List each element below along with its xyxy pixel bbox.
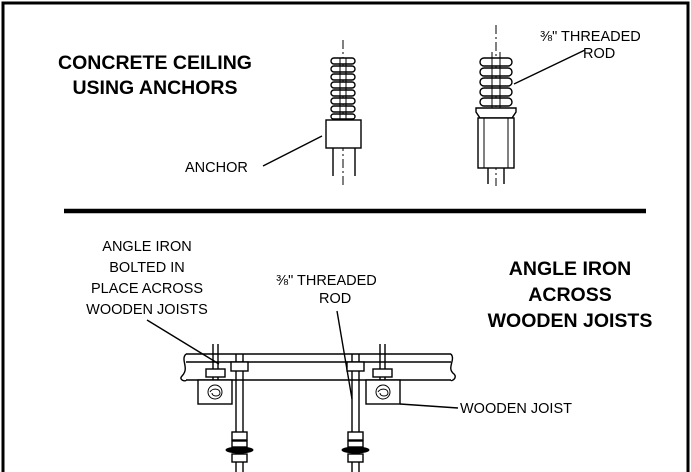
left-rod-nut-low: [231, 440, 248, 448]
left-wooden-joist: [197, 379, 233, 405]
rod-nut: [475, 107, 517, 119]
threaded-rod-assembly: [475, 25, 517, 186]
heading-line-1: CONCRETE CEILING: [58, 52, 252, 74]
anchor-rod-threads: [330, 57, 356, 120]
angle-heading-3: WOODEN JOISTS: [488, 310, 653, 332]
right-rod-washer: [341, 446, 370, 454]
right-wooden-joist: [365, 379, 401, 405]
angle-iron-label-3: PLACE ACROSS: [91, 281, 203, 297]
angle-iron-description: ANGLE IRON BOLTED IN PLACE ACROSS WOODEN…: [86, 239, 208, 318]
angle-iron-label-4: WOODEN JOISTS: [86, 302, 208, 318]
angle-iron-heading: ANGLE IRON ACROSS WOODEN JOISTS: [488, 258, 653, 332]
right-rod-nut-top: [346, 361, 365, 372]
rod-coils: [479, 57, 513, 107]
angle-heading-1: ANGLE IRON: [509, 258, 631, 280]
left-threaded-rod: [225, 354, 254, 472]
right-rod-nut-mid: [347, 431, 364, 441]
top-rod-leader: [513, 49, 586, 85]
anchor-body: [325, 119, 362, 149]
bottom-rod-label-2: ROD: [319, 291, 351, 307]
heading-line-2: USING ANCHORS: [72, 77, 237, 99]
top-rod-label-2: ROD: [583, 46, 615, 62]
angle-heading-2: ACROSS: [528, 284, 611, 306]
left-rod-nut-mid: [231, 431, 248, 441]
rod-anchor-body: [477, 117, 515, 169]
top-rod-label-1: ⅜" THREADED: [540, 29, 641, 45]
right-rod-nut-low: [347, 440, 364, 448]
wooden-joist-label: WOODEN JOIST: [460, 401, 572, 417]
angle-iron-leader: [146, 319, 220, 365]
left-rod-washer: [225, 446, 254, 454]
concrete-ceiling-heading: CONCRETE CEILING USING ANCHORS: [58, 52, 252, 99]
anchor-label: ANCHOR: [185, 160, 248, 176]
left-rod-nut-top: [230, 361, 249, 372]
bottom-rod-label: ⅜" THREADED ROD: [276, 273, 377, 307]
bottom-rod-label-1: ⅜" THREADED: [276, 273, 377, 289]
anchor-leader: [262, 135, 323, 167]
right-threaded-rod: [341, 354, 370, 472]
left-joist-bolt: [197, 344, 233, 405]
anchor-assembly: [325, 40, 362, 188]
bottom-rod-leader: [336, 310, 353, 400]
angle-iron-label-1: ANGLE IRON: [102, 239, 191, 255]
angle-iron-label-2: BOLTED IN: [109, 260, 184, 276]
wooden-joist-leader: [399, 403, 459, 409]
right-joist-bolt: [365, 344, 401, 405]
